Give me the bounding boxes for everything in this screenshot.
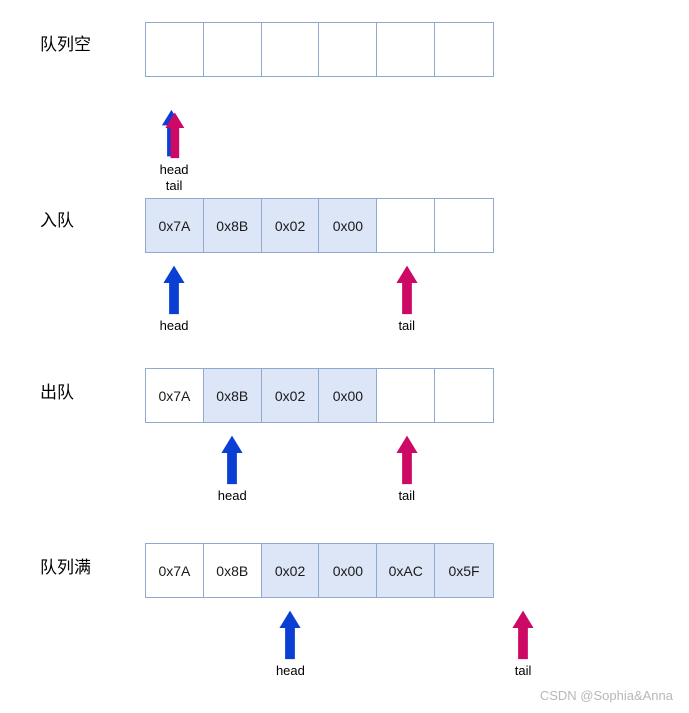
csdn-watermark: CSDN @Sophia&Anna (539, 688, 673, 703)
pointer-label: tail (165, 178, 183, 193)
queue-cell[interactable]: 0x00 (319, 369, 378, 422)
queue-cell[interactable]: 0x02 (261, 199, 320, 252)
queue-cell[interactable]: 0x8B (203, 199, 262, 252)
queue-cell[interactable]: 0x02 (261, 369, 320, 422)
pointer-label: head (275, 663, 305, 678)
head-arrow-icon (152, 265, 196, 315)
queue-cell[interactable]: 0x00 (319, 199, 378, 252)
tail-arrow-icon (501, 610, 545, 660)
pointer-tail: tail (385, 265, 429, 334)
queue-cell[interactable] (377, 369, 436, 422)
queue-cell[interactable] (319, 23, 378, 76)
row-label-2: 出队 (40, 383, 74, 403)
queue-cell[interactable]: 0x5F (435, 544, 493, 597)
pointer-label: tail (398, 318, 416, 333)
queue-cell[interactable] (377, 199, 436, 252)
queue-cell[interactable]: 0x8B (203, 369, 262, 422)
pointer-label: tail (514, 663, 532, 678)
queue-cell[interactable] (435, 23, 493, 76)
row-label-1: 入队 (40, 211, 74, 231)
queue-cell[interactable]: 0x02 (261, 544, 320, 597)
pointer-tail: tail (501, 610, 545, 679)
pointer-label: head (159, 162, 189, 177)
tail-arrow-icon (385, 435, 429, 485)
pointer-head: head (268, 610, 312, 679)
queue-cell[interactable] (435, 369, 493, 422)
head-arrow-icon (268, 610, 312, 660)
row-label-0: 队列空 (40, 35, 91, 55)
queue-cell[interactable]: 0x8B (203, 544, 262, 597)
queue-cell[interactable] (146, 23, 204, 76)
pointer-head: head (210, 435, 254, 504)
pointer-head: head (152, 265, 196, 334)
tail-arrow-icon (385, 265, 429, 315)
row-label-3: 队列满 (40, 558, 91, 578)
head-tail-arrow-icon (152, 109, 196, 159)
head-arrow-icon (210, 435, 254, 485)
queue-table-0 (145, 22, 494, 77)
queue-cell[interactable]: 0x7A (146, 544, 204, 597)
queue-cell[interactable] (203, 23, 262, 76)
queue-cell[interactable] (261, 23, 320, 76)
queue-cell[interactable]: 0x00 (319, 544, 378, 597)
pointer-label: head (217, 488, 247, 503)
queue-cell[interactable]: 0x7A (146, 199, 204, 252)
pointer-label: head (159, 318, 189, 333)
queue-cell[interactable]: 0xAC (377, 544, 436, 597)
pointer-label: tail (398, 488, 416, 503)
pointer-tail: tail (385, 435, 429, 504)
queue-cell[interactable]: 0x7A (146, 369, 204, 422)
queue-cell[interactable] (377, 23, 436, 76)
queue-cell[interactable] (435, 199, 493, 252)
